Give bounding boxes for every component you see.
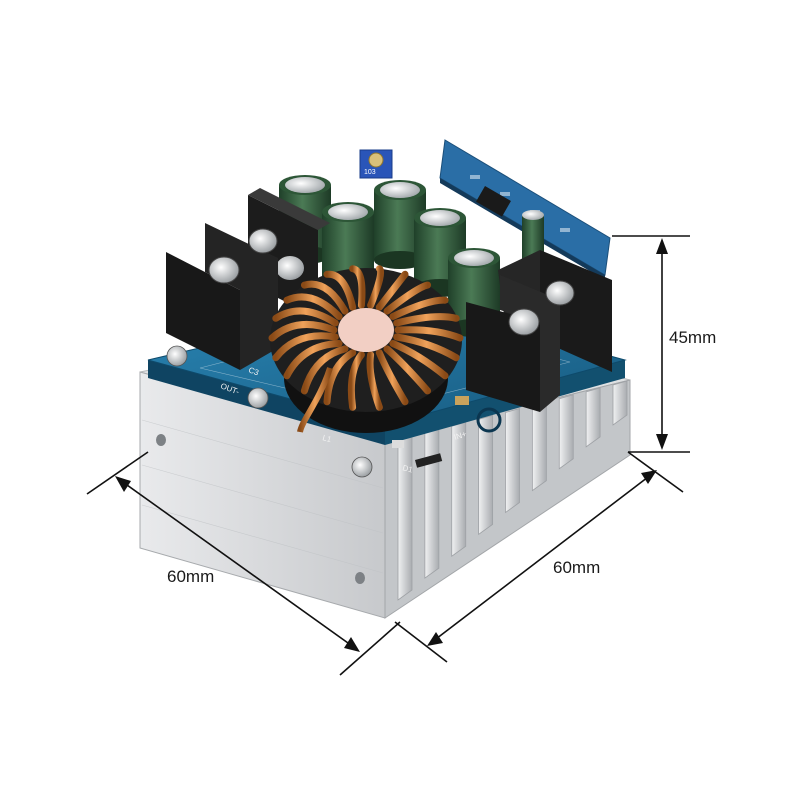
terminal-screw-3: [508, 308, 540, 336]
heatsink-hole-right: [355, 572, 365, 584]
potentiometer: 103: [359, 149, 393, 179]
terminal-screw-1: [208, 256, 240, 284]
heatsink-hole-left: [156, 434, 166, 446]
smd-diode: [415, 453, 443, 468]
heatsink-fin: [424, 428, 440, 579]
control-ic: [476, 185, 511, 217]
toroid-inductor: [268, 265, 464, 433]
heatsink-fin: [558, 394, 574, 470]
pcb-mount-ring: [476, 407, 502, 433]
heatsink-fin: [505, 407, 520, 514]
smd-capacitor: [455, 396, 469, 405]
heatsink-fin: [531, 401, 547, 492]
pcb-screw-left: [166, 345, 188, 367]
width-left-dimension-label: 60mm: [167, 567, 214, 586]
terminal-screw-4: [545, 280, 575, 306]
terminal-screw-2: [248, 228, 278, 254]
heatsink-fins: [397, 380, 628, 601]
input-label: IN+: [453, 429, 468, 442]
terminal-block-output: [166, 188, 330, 370]
capacitor-label: C3: [247, 365, 260, 377]
inductor-core-center: [338, 308, 394, 352]
heatsink-fin: [451, 421, 467, 558]
pcb-screw-bottom: [351, 456, 373, 478]
height-dimension-label: 45mm: [669, 328, 716, 347]
diode-label: D1: [401, 463, 414, 474]
dimension-width-right: 60mm: [394, 451, 684, 663]
heatsink-fin: [585, 387, 601, 448]
heatsink-fin: [478, 414, 494, 536]
dimension-height: 45mm: [612, 235, 716, 453]
smd-resistor: [392, 440, 404, 448]
dimension-width-left: 60mm: [86, 451, 401, 676]
potentiometer-label: 103: [364, 169, 376, 176]
copper-winding: [268, 265, 464, 411]
pcb-screw-front: [247, 387, 269, 409]
width-right-dimension-label: 60mm: [553, 558, 600, 577]
capacitor: [322, 202, 374, 291]
inductor-label: L1: [321, 433, 332, 444]
terminal-block-input: [466, 250, 612, 412]
heatsink-fin: [612, 380, 628, 426]
heatsink-fin: [397, 435, 413, 601]
small-capacitor: [522, 210, 544, 259]
